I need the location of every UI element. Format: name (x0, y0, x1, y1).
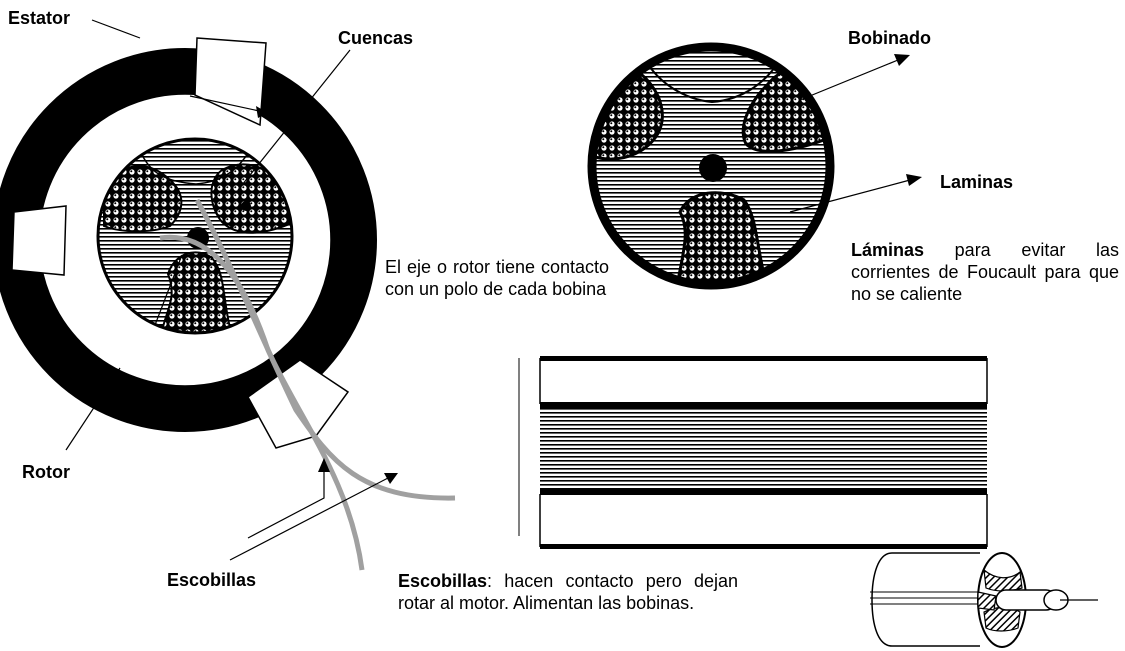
note-eje: El eje o rotor tiene contacto con un pol… (385, 257, 609, 299)
stator-notch-left (11, 205, 67, 276)
coil-right-bottom (674, 191, 771, 285)
label-bobinado: Bobinado (848, 28, 931, 48)
label-estator: Estator (8, 8, 71, 28)
note-laminas: Láminas para evitar las corrientes de Fo… (851, 239, 1119, 305)
label-escobillas: Escobillas (167, 570, 257, 590)
leader-lines-left (65, 19, 398, 561)
rotor-detail (587, 42, 835, 290)
note-escobillas-term: Escobillas (398, 571, 488, 591)
label-laminas: Laminas (940, 172, 1014, 192)
note-escobillas: Escobillas: hacen contacto pero dejan ro… (398, 570, 738, 614)
stator-notch-top (189, 37, 268, 127)
coil-left-bottom (158, 251, 234, 333)
note-escobillas-text: : hacen contacto pero dejan rotar al mot… (398, 571, 738, 613)
label-rotor: Rotor (22, 462, 70, 482)
note-laminas-text: para evitar las corrientes de Foucault p… (851, 240, 1119, 304)
coil-left-upper (103, 165, 183, 233)
rotor-left (96, 137, 294, 335)
brushes (159, 198, 456, 571)
motor-3d-sketch (870, 552, 1098, 648)
leader-lines-right (789, 54, 922, 213)
coil-left-right (210, 163, 292, 234)
note-laminas-term: Láminas (851, 240, 925, 260)
lamination-stack (518, 356, 988, 549)
label-cuencas: Cuencas (338, 28, 414, 48)
